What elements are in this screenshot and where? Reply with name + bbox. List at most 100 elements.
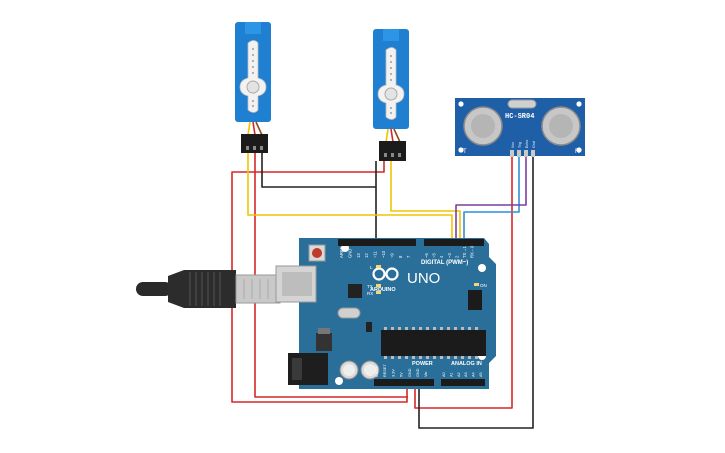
pin-label: ~11 [373, 251, 378, 258]
wire-yellow-servo2-signal [390, 161, 461, 240]
led-tx-label: TX [367, 284, 373, 289]
servo-lead-wires [247, 121, 263, 136]
pin-label: ~3 [447, 253, 452, 258]
sensor-corner-right: R [575, 149, 580, 155]
board-model: UNO [407, 270, 440, 287]
sensor-crystal [507, 99, 537, 109]
pin-label: ~9 [389, 253, 394, 258]
arduino-logo-text: ARDUINO [370, 287, 396, 293]
pin-label: RESET [383, 364, 387, 377]
led-rx-label: RX [367, 291, 373, 296]
pin-label: 5V [400, 372, 404, 377]
sensor-corner-left: T [463, 149, 467, 155]
pin-label: IOREF [375, 365, 379, 377]
power-label: POWER [412, 361, 433, 367]
wires [231, 153, 534, 429]
pin-label: ~5 [432, 253, 437, 258]
voltage-regulator [316, 333, 332, 351]
servo-mount-tab [383, 29, 399, 41]
power-barrel-jack-face [292, 358, 302, 380]
servo-motor-1[interactable] [235, 22, 271, 153]
servo-horn [377, 47, 405, 120]
pin-label: Trig [518, 142, 522, 148]
wire-red-servo1-power [254, 153, 408, 398]
servo-motor-2[interactable] [373, 29, 409, 161]
small-chip [366, 322, 372, 332]
sensor-mount-hole [458, 147, 464, 153]
servo-mount-tab [245, 22, 261, 34]
usb-chip [348, 284, 362, 298]
usb-metal-plug [235, 274, 281, 304]
pin-label: TX→1 [462, 245, 467, 258]
led-on [474, 283, 479, 286]
usb-b-jack-inner [282, 272, 312, 296]
led-l [376, 265, 381, 268]
usb-cable-end [136, 282, 172, 296]
servo-connector [379, 141, 406, 161]
pin-label: 4 [439, 255, 444, 258]
pin-label: 3.3V [391, 369, 395, 377]
digital-header-left [338, 239, 416, 246]
sensor-pins [510, 150, 535, 157]
servo-horn-hub [246, 80, 260, 94]
reset-button-cap[interactable] [312, 248, 322, 258]
pin-label: 2 [454, 255, 459, 258]
usb-cable [136, 270, 281, 308]
pin-label: Vin [424, 372, 428, 377]
mounting-hole [335, 377, 343, 385]
analog-header [441, 379, 485, 386]
wire-black-sensor-gnd [418, 157, 534, 429]
voltage-regulator-tab [318, 328, 330, 334]
servo-horn-hub [384, 87, 398, 101]
power-pin-labels: IOREF RESET 3.3V 5V GND GND Vin [375, 364, 428, 377]
pin-label: 13 [356, 253, 361, 258]
arduino-infinity-logo [372, 267, 399, 281]
crystal-oscillator [337, 307, 361, 319]
servo-lead-wires [385, 128, 401, 143]
icsp-header [468, 290, 482, 310]
servo-connector [241, 134, 268, 153]
pin-label: A1 [449, 372, 453, 377]
pin-label: ~6 [424, 253, 429, 258]
pin-label: GND [416, 368, 420, 377]
pin-label: Vcc [511, 142, 515, 148]
wire-yellow-servo1-signal [247, 153, 453, 240]
pin-label: 7 [406, 255, 411, 258]
pin-label: GND [408, 368, 412, 377]
led-rx [376, 291, 381, 294]
atmega-chip [381, 330, 486, 356]
pin-label: A4 [472, 372, 476, 377]
servo-horn [239, 40, 267, 113]
sensor-label: HC-SR04 [505, 113, 534, 121]
pin-label: RX←0 [470, 245, 475, 258]
usb-metal-lines [243, 279, 269, 299]
capacitor-top [343, 364, 355, 376]
led-tx [376, 284, 381, 287]
transmitter-transducer [463, 106, 503, 146]
pin-label: AREF [339, 246, 344, 258]
led-l-label: L [370, 265, 373, 270]
wire-blue-sensor-trig [463, 157, 520, 240]
pin-label: A0 [442, 372, 446, 377]
pin-label: 12 [364, 253, 369, 258]
servo-horn-holes [251, 47, 255, 108]
wire-purple-sensor-echo [455, 157, 527, 240]
pin-label: A3 [464, 372, 468, 377]
pin-label: ~10 [381, 250, 386, 258]
usb-grip-lines [189, 272, 221, 306]
analog-label: ANALOG IN [451, 361, 482, 367]
sensor-mount-hole [458, 101, 464, 107]
pin-label: Echo [525, 140, 529, 148]
receiver-transducer [541, 106, 581, 146]
power-header [374, 379, 434, 386]
pin-label: A5 [479, 372, 483, 377]
sensor-mount-hole [576, 101, 582, 107]
mounting-hole [478, 264, 486, 272]
sensor-mount-hole [576, 147, 582, 153]
